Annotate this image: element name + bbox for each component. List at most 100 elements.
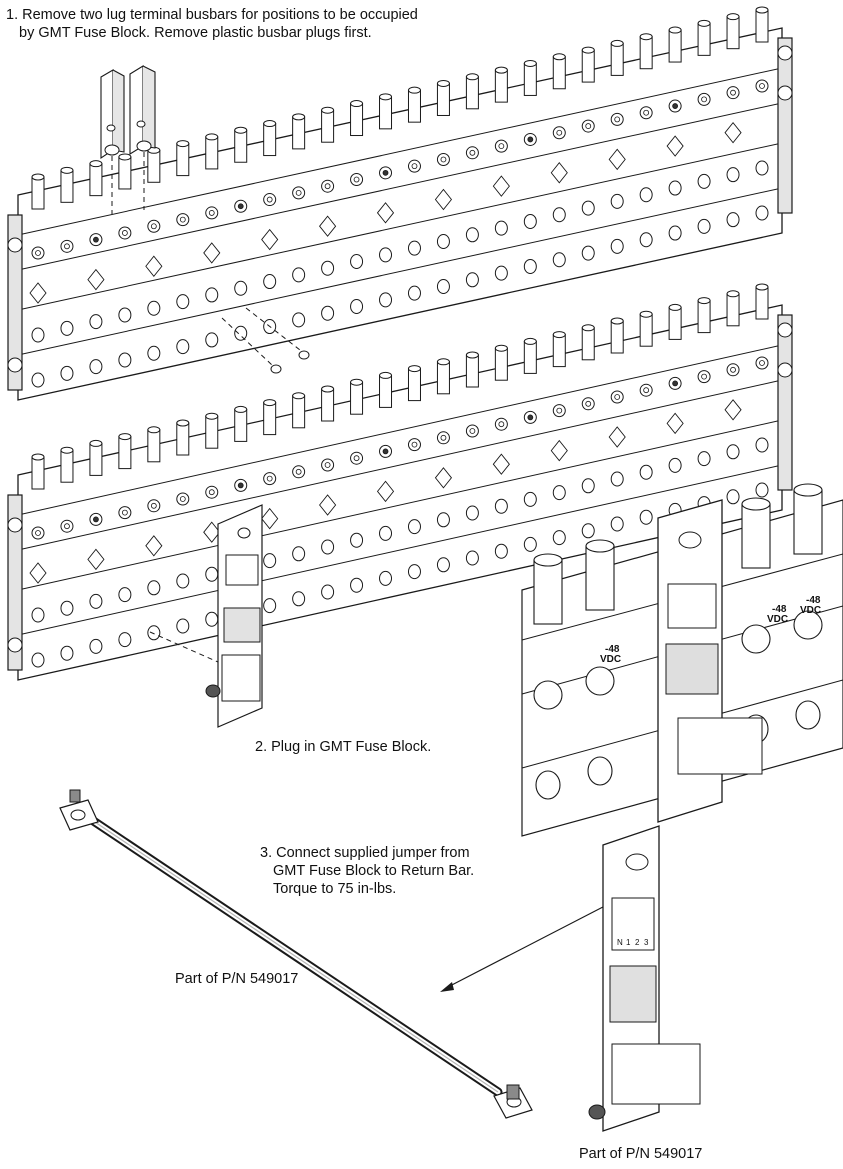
mounting-hole	[176, 618, 190, 634]
terminal-post	[89, 163, 103, 197]
insulator-shield	[87, 548, 105, 571]
mounting-hole	[726, 489, 740, 505]
insulator-shield	[724, 399, 742, 421]
mounting-hole	[610, 238, 624, 254]
mounting-hole	[494, 265, 508, 281]
mounting-hole	[581, 245, 595, 261]
end-bracket-left	[7, 214, 23, 391]
end-bracket-left	[7, 494, 23, 671]
terminal-post	[147, 429, 161, 463]
mounting-hole	[639, 187, 653, 203]
busbar-plugs	[221, 307, 310, 374]
terminal-post	[118, 436, 132, 470]
mounting-hole	[436, 557, 450, 573]
terminal-post-top	[465, 73, 479, 81]
step-3-line-3: Torque to 75 in-lbs.	[273, 881, 397, 897]
insulator-shield	[203, 242, 221, 264]
mounting-hole	[552, 207, 566, 223]
terminal-screw-center	[150, 223, 157, 230]
terminal-post-top	[436, 79, 450, 87]
insulator-shield	[29, 282, 47, 304]
mounting-hole	[465, 227, 479, 243]
terminal-post-top	[234, 405, 248, 413]
terminal-post	[533, 559, 563, 625]
mounting-hole	[379, 570, 393, 586]
insulator-shield	[319, 494, 337, 516]
mounting-hole	[263, 598, 277, 614]
terminal-post	[741, 503, 771, 569]
terminal-post	[494, 347, 508, 381]
terminal-screw-center	[759, 83, 765, 89]
terminal-screw-center	[266, 196, 273, 203]
bolt-icon	[7, 637, 23, 653]
mounting-hole	[89, 359, 103, 375]
svg-text:-48: -48	[806, 595, 821, 606]
terminal-screw-center	[353, 176, 360, 183]
terminal-post	[234, 408, 248, 442]
terminal-marking: 1	[626, 938, 631, 947]
mounting-hole	[726, 444, 740, 460]
insulator-shield	[319, 215, 337, 237]
mounting-hole	[581, 523, 595, 539]
svg-text:VDC: VDC	[767, 614, 788, 625]
mounting-hole	[523, 258, 537, 274]
mounting-hole	[407, 519, 421, 535]
mounting-hole	[89, 638, 103, 654]
terminal-post-top	[581, 46, 595, 54]
terminal-screw-center	[237, 203, 244, 210]
mounting-hole	[379, 247, 393, 263]
mounting-hole	[147, 345, 161, 361]
mounting-hole	[89, 314, 103, 330]
mounting-hole	[523, 536, 537, 552]
mounting-hole	[60, 320, 74, 336]
mounting-hole	[205, 287, 219, 303]
insulator-shield	[550, 439, 568, 462]
mounting-hole	[697, 218, 711, 234]
svg-text:VDC: VDC	[600, 654, 621, 665]
terminal-post-top	[89, 160, 103, 168]
step-3-text: 3. Connect supplied jumper from GMT Fuse…	[260, 844, 474, 898]
terminal-post-top	[205, 133, 219, 141]
terminal-post	[176, 422, 190, 456]
jumper-cable	[59, 789, 533, 1119]
mounting-hole	[147, 625, 161, 641]
terminal-screw-center	[35, 250, 41, 256]
terminal-post	[581, 327, 595, 361]
terminal-post	[118, 156, 132, 190]
terminal-post-top	[552, 53, 566, 61]
terminal-post	[581, 49, 595, 83]
terminal-post-top	[581, 324, 595, 332]
mounting-hole	[610, 516, 624, 532]
terminal-post	[350, 103, 364, 137]
step-1-text: 1. Remove two lug terminal busbars for p…	[6, 6, 418, 42]
vdc-marking-left: -48 VDC	[600, 644, 621, 665]
busbar-panel-before	[7, 6, 793, 401]
terminal-post-top	[552, 331, 566, 339]
lug-busbar-left	[100, 69, 125, 160]
mounting-hole	[292, 267, 306, 283]
zoomed-detail: -48 VDC -48 VDC -48 VDC	[521, 483, 843, 837]
terminal-post	[639, 36, 653, 70]
mounting-hole	[176, 573, 190, 589]
mounting-hole	[89, 593, 103, 609]
terminal-post	[205, 415, 219, 449]
mounting-hole	[465, 550, 479, 566]
panel-rail	[17, 67, 783, 236]
mounting-hole	[60, 600, 74, 616]
terminal-post-top	[436, 358, 450, 366]
mounting-hole	[292, 591, 306, 607]
terminal-post-top	[263, 120, 277, 128]
terminal-post	[585, 545, 615, 611]
end-bracket-right	[777, 314, 793, 491]
terminal-screw-center	[64, 523, 70, 530]
panel-rail	[17, 142, 783, 311]
terminal-post	[407, 368, 421, 402]
insulator-shield	[608, 426, 626, 448]
mounting-hole	[755, 205, 769, 221]
jumper-part-label: Part of P/N 549017	[175, 971, 299, 987]
mounting-hole	[639, 464, 653, 480]
terminal-post-top	[205, 412, 219, 420]
terminal-screw-center	[382, 169, 389, 176]
bolt-icon	[205, 684, 221, 698]
